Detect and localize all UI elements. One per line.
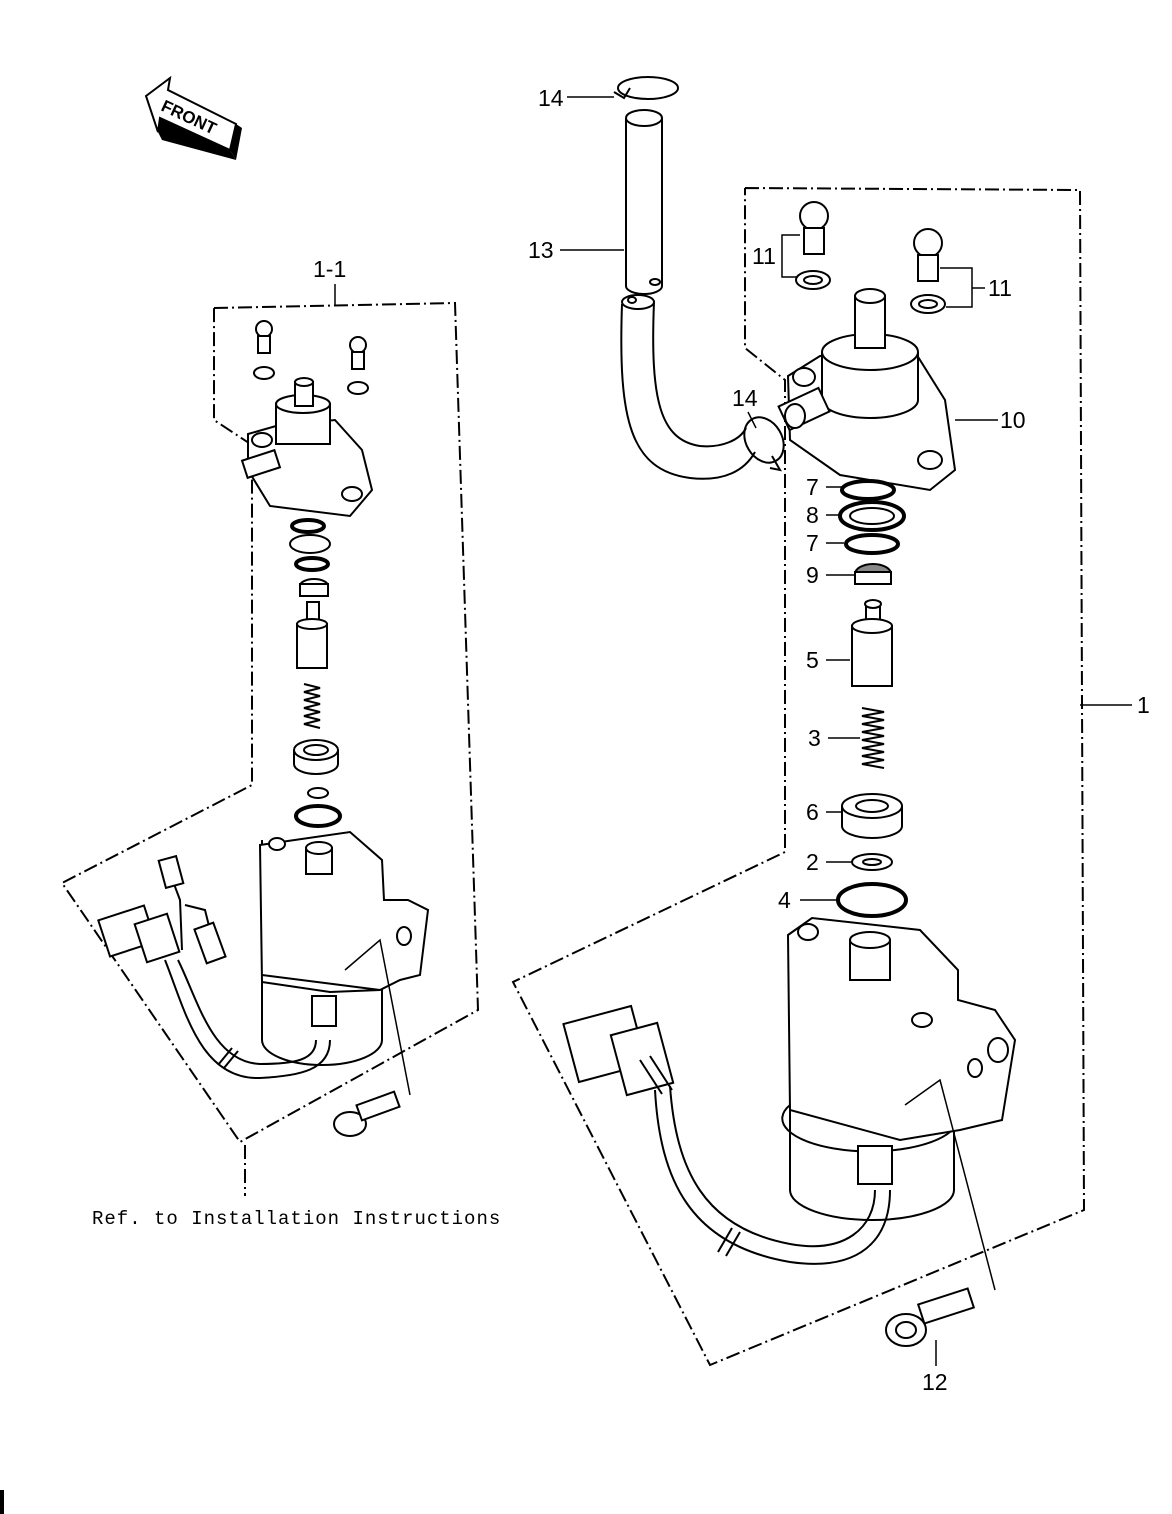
- screw-icon: [910, 228, 946, 314]
- hose-clamp-icon: [613, 76, 679, 100]
- label-11-right: 11: [988, 275, 1012, 301]
- seal-ring-icon: [289, 534, 331, 554]
- installation-note: Ref. to Installation Instructions: [92, 1208, 501, 1230]
- assembly-1-1: Ref. to Installation Instructions: [60, 284, 501, 1230]
- label-12: 12: [922, 1369, 948, 1395]
- mounting-screw-icon: [333, 938, 411, 1137]
- label-8: 8: [806, 502, 819, 528]
- plunger-icon: [296, 601, 328, 669]
- hose-clamp-icon: [743, 416, 785, 472]
- spring-icon: [861, 707, 885, 769]
- pump-cover-icon: [240, 377, 374, 518]
- label-1: 1: [1137, 692, 1150, 718]
- spring-icon: [303, 683, 321, 729]
- front-arrow-icon: FRONT: [144, 75, 242, 160]
- o-ring-icon: [836, 882, 908, 918]
- label-5: 5: [806, 647, 819, 673]
- label-3: 3: [808, 725, 821, 751]
- pump-body-icon: [781, 916, 1017, 1221]
- label-7-upper: 7: [806, 474, 819, 500]
- o-ring-icon: [840, 479, 896, 501]
- o-ring-icon: [294, 804, 342, 828]
- o-ring-icon: [844, 533, 900, 555]
- seal-icon: [293, 739, 339, 775]
- mounting-screw-icon: [885, 1078, 996, 1347]
- connector-icon: [562, 1004, 891, 1265]
- label-11-left: 11: [752, 243, 776, 269]
- seal-ring-icon: [838, 500, 906, 532]
- label-4: 4: [778, 887, 791, 913]
- label-2: 2: [806, 849, 819, 875]
- label-10: 10: [1000, 407, 1026, 433]
- label-14-top: 14: [538, 85, 564, 111]
- screw-icon: [795, 201, 831, 290]
- seal-icon: [841, 793, 903, 839]
- fuel-hose-icon: [620, 109, 756, 480]
- label-7-lower: 7: [806, 530, 819, 556]
- connector-icon: [97, 854, 331, 1080]
- o-ring-icon: [290, 518, 326, 534]
- filter-icon: [854, 563, 892, 585]
- label-14-mid: 14: [732, 385, 758, 411]
- assembly-1: [511, 187, 1132, 1367]
- assembly-1-1-boundary: [60, 301, 480, 1144]
- label-1-1: 1-1: [313, 256, 346, 282]
- washer-icon: [851, 853, 893, 871]
- screw-icon: [253, 320, 275, 380]
- o-ring-icon: [294, 556, 330, 572]
- plunger-icon: [851, 599, 893, 687]
- label-13: 13: [528, 237, 554, 263]
- label-9: 9: [806, 562, 819, 588]
- pump-cover-icon: [777, 288, 957, 492]
- assembly-1-boundary: [511, 187, 1086, 1367]
- filter-icon: [299, 578, 329, 597]
- washer-icon: [307, 787, 329, 799]
- label-6: 6: [806, 799, 819, 825]
- screw-icon: [347, 336, 369, 395]
- pump-body-icon: [258, 830, 430, 1066]
